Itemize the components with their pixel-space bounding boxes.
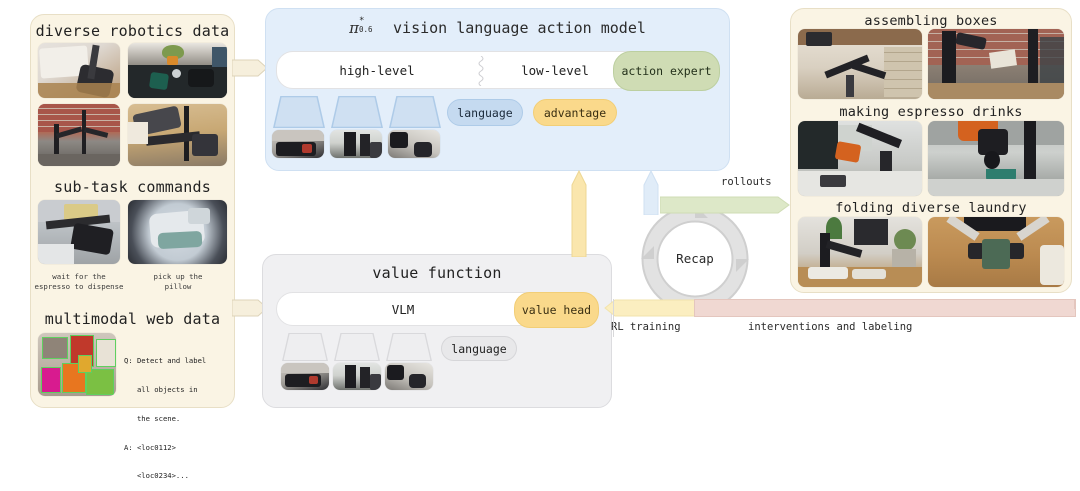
right-group-title-laundry: folding diverse laundry (835, 200, 1027, 216)
action-expert-pill[interactable]: action expert (613, 51, 720, 91)
vla-token-trapezoid-1 (273, 96, 325, 128)
qa-line: Q: Detect and label (124, 356, 207, 366)
qa-line: all objects in (124, 384, 198, 394)
left-photo-box-arm (128, 104, 227, 166)
left-photo-brick-arms (38, 104, 120, 166)
left-photo-espresso (38, 200, 120, 264)
value-image-token-1 (281, 363, 329, 390)
vla-model-strip: high-level low-level action expert (276, 51, 720, 91)
interventions-bar (694, 299, 1076, 317)
value-token-trapezoid-3 (386, 333, 432, 361)
value-panel-title: value function (372, 264, 502, 282)
right-photo-espresso-1 (798, 121, 922, 196)
vla-advantage-pill[interactable]: advantage (533, 99, 617, 126)
left-photo-table-arms (128, 43, 227, 98)
rollouts-label: rollouts (721, 176, 772, 188)
value-token-trapezoid-1 (282, 333, 328, 361)
right-group-title-boxes: assembling boxes (864, 13, 998, 29)
connector-arrow-to-vla (232, 59, 268, 77)
left-caption-espresso: wait for the espresso to dispense (34, 272, 124, 291)
vla-image-token-2 (330, 130, 382, 158)
qa-line: the scene. (124, 413, 181, 423)
rollouts-arrow (660, 196, 790, 214)
pi-subscript: 0.6 (358, 25, 373, 34)
rl-training-label: RL training (611, 321, 681, 333)
value-model-strip: VLM value head (276, 292, 599, 328)
value-head-pill[interactable]: value head (514, 292, 599, 328)
pi-superscript: * (358, 16, 365, 26)
left-web-qa-text: Q: Detect and label all objects in the s… (124, 337, 228, 491)
vla-language-pill[interactable]: language (447, 99, 523, 126)
left-photo-web-detection (38, 333, 116, 396)
right-photo-boxes-2 (928, 29, 1064, 99)
strip-divider-zigzag (478, 56, 484, 86)
right-photo-espresso-2 (928, 121, 1064, 196)
vla-image-token-1 (272, 130, 324, 158)
right-group-title-espresso: making espresso drinks (839, 104, 1023, 120)
left-caption-pillow: pick up the pillow (153, 272, 203, 291)
left-photo-pillow (128, 200, 227, 264)
vla-high-level-label: high-level (339, 62, 415, 78)
vla-token-trapezoid-3 (389, 96, 441, 128)
bottom-bar-left-tick (613, 299, 614, 337)
vla-panel-title: π * 0.6 vision language action model (265, 16, 730, 37)
recap-label: Recap (676, 251, 714, 266)
advantage-up-arrow (571, 169, 587, 257)
pi-symbol: π (349, 19, 359, 37)
qa-line: <loc0234>... (124, 471, 189, 481)
vla-image-token-3 (388, 130, 440, 158)
left-section-title-subtask: sub-task commands (54, 178, 211, 196)
right-photo-laundry-2 (928, 217, 1064, 287)
rl-training-arrow (604, 299, 700, 317)
vla-panel-title-rest: vision language action model (393, 19, 646, 37)
value-token-trapezoid-2 (334, 333, 380, 361)
interventions-label: interventions and labeling (748, 321, 913, 333)
qa-line: A: <loc0112> (124, 442, 176, 452)
left-section-title-web: multimodal web data (44, 310, 221, 328)
right-photo-boxes-1 (798, 29, 922, 99)
value-image-token-3 (385, 363, 433, 390)
left-photo-bed-arm (38, 43, 120, 98)
left-section-title-robotics: diverse robotics data (35, 22, 230, 40)
vla-low-level-label: low-level (521, 62, 589, 78)
vla-token-trapezoid-2 (331, 96, 383, 128)
right-panel-down-tick (1074, 299, 1075, 309)
right-photo-laundry-1 (798, 217, 922, 287)
vlm-label: VLM (391, 301, 415, 317)
value-language-pill[interactable]: language (441, 336, 517, 361)
rollout-up-arrow (643, 169, 659, 215)
value-image-token-2 (333, 363, 381, 390)
